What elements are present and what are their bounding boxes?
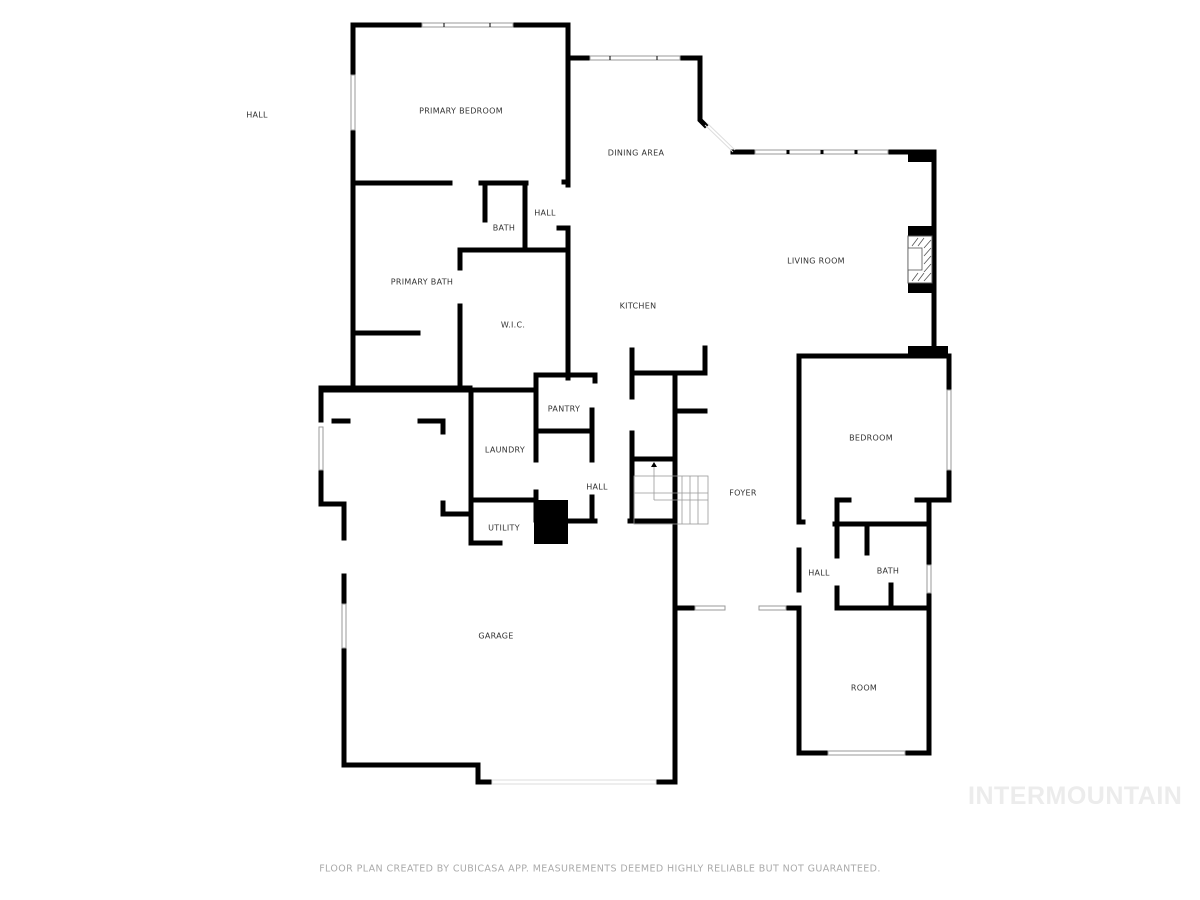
room-label-bath-lower: BATH — [876, 566, 900, 576]
room-label-hall-outside: HALL — [246, 110, 268, 120]
disclaimer-footer: FLOOR PLAN CREATED BY CUBICASA APP. MEAS… — [319, 863, 881, 875]
room-label-hall-mid: HALL — [586, 482, 608, 492]
room-label-kitchen: KITCHEN — [619, 301, 657, 311]
staircase — [633, 462, 709, 525]
room-label-bath-upper: BATH — [492, 223, 516, 233]
room-label-living-room: LIVING ROOM — [787, 256, 845, 266]
room-label-wic: W.I.C. — [500, 320, 526, 330]
windows — [318, 22, 952, 785]
room-label-primary-bedroom: PRIMARY BEDROOM — [419, 106, 503, 116]
room-label-hall-upper: HALL — [534, 208, 556, 218]
fireplace — [907, 235, 933, 284]
brand-watermark: INTERMOUNTAIN — [968, 782, 1183, 810]
room-label-room: ROOM — [850, 683, 878, 693]
interior-walls — [318, 55, 932, 611]
room-label-laundry: LAUNDRY — [484, 445, 526, 455]
room-label-hall-lower: HALL — [808, 568, 830, 578]
room-label-garage: GARAGE — [478, 631, 514, 641]
room-label-foyer: FOYER — [729, 488, 757, 498]
exterior-walls — [318, 22, 952, 785]
room-label-utility: UTILITY — [488, 523, 520, 533]
room-label-dining-area: DINING AREA — [607, 148, 665, 158]
room-label-bedroom: BEDROOM — [849, 433, 893, 443]
room-label-pantry: PANTRY — [547, 404, 581, 414]
room-label-primary-bath: PRIMARY BATH — [390, 277, 454, 287]
